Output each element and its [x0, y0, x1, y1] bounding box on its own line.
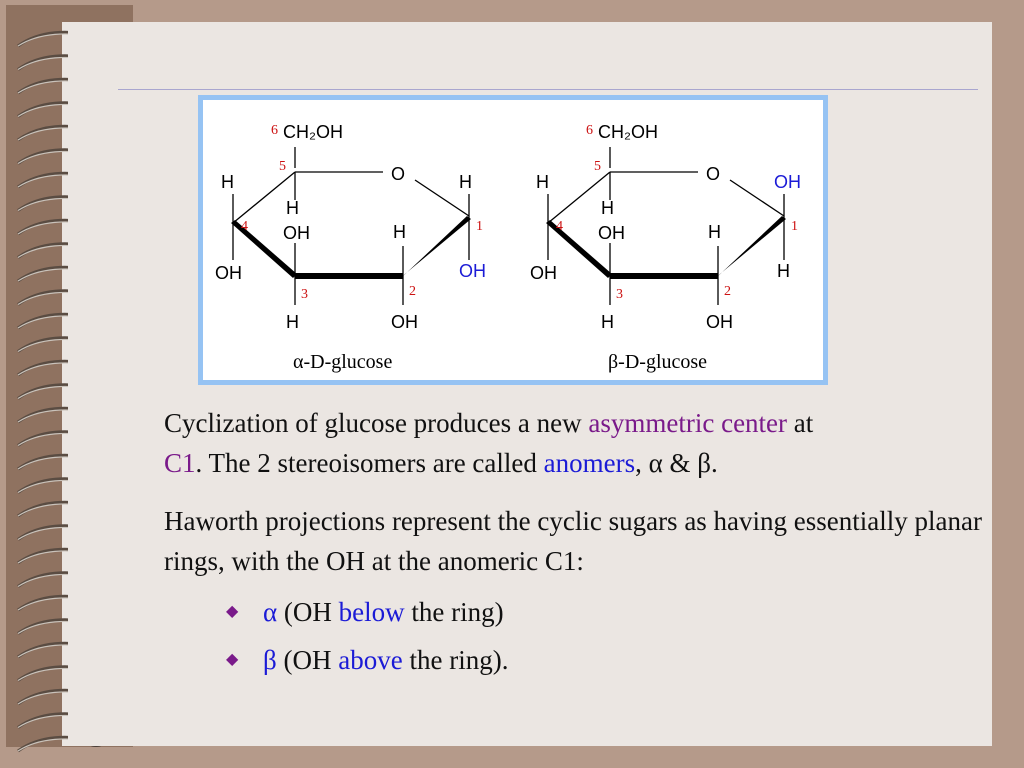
beta-c1-number: 1	[791, 219, 798, 234]
alpha-c5-number: 5	[279, 159, 286, 174]
paragraph-haworth: Haworth projections represent the cyclic…	[164, 506, 982, 576]
beta-c4-number: 4	[556, 219, 563, 234]
beta-symbol: β	[263, 645, 277, 675]
diamond-bullet-icon: ◆	[226, 651, 239, 668]
alpha-c4-up: H	[221, 172, 234, 192]
alpha-c3-down: H	[286, 312, 299, 332]
bullet2-text-c: the ring).	[402, 645, 509, 675]
alpha-ch2oh-label: CH₂OH	[283, 122, 343, 142]
alpha-c5-down: H	[286, 198, 299, 218]
p1-text-g: , α & β.	[635, 448, 718, 478]
alpha-c1-down: OH	[459, 261, 486, 281]
term-anomers: anomers	[543, 448, 636, 478]
beta-c3-down: H	[601, 312, 614, 332]
beta-c5-number: 5	[594, 159, 601, 174]
bullet1-text-a: (OH	[277, 597, 339, 627]
p1-text-e: . The 2 stereoisomers are called	[195, 448, 544, 478]
beta-c6-number: 6	[586, 123, 593, 138]
alpha-c3-number: 3	[301, 287, 308, 302]
alpha-c1-up: H	[459, 172, 472, 192]
beta-glucose-structure: 6 CH₂OH 5 O H H OH 4 OH H 1 OH H 2 3 H O…	[530, 122, 801, 373]
beta-ring-oxygen: O	[706, 164, 720, 184]
alpha-glucose-structure: 6 CH₂OH 5 O H H H 4 OH H 1 OH OH 2 3 H O…	[215, 122, 486, 373]
alpha-c4-number: 4	[241, 219, 248, 234]
alpha-c2-up: H	[393, 222, 406, 242]
alpha-c2-number: 2	[409, 284, 416, 299]
beta-c3-number: 3	[616, 287, 623, 302]
beta-c2-down: OH	[706, 312, 733, 332]
alpha-c2-down: OH	[391, 312, 418, 332]
term-c1: C1	[164, 448, 196, 478]
alpha-caption: α-D-glucose	[293, 351, 392, 373]
beta-c3-up: OH	[598, 223, 625, 243]
beta-c2-up: H	[708, 222, 721, 242]
beta-c4-up: H	[536, 172, 549, 192]
alpha-symbol: α	[263, 597, 278, 627]
beta-caption: β-D-glucose	[608, 351, 707, 373]
term-below: below	[338, 597, 405, 627]
alpha-c4-down: OH	[215, 263, 242, 283]
alpha-ring-oxygen: O	[391, 164, 405, 184]
paragraph-cyclization: Cyclization of glucose produces a new as…	[164, 403, 1004, 483]
alpha-c1-number: 1	[476, 219, 483, 234]
term-above: above	[338, 645, 403, 675]
alpha-c6-number: 6	[271, 123, 278, 138]
term-asymmetric-center: asymmetric center	[588, 408, 788, 438]
beta-c1-down: H	[777, 261, 790, 281]
bullet2-text-a: (OH	[276, 645, 339, 675]
beta-c2-number: 2	[724, 284, 731, 299]
p1-text-a: Cyclization of glucose produces a new	[164, 408, 589, 438]
title-divider-line	[118, 89, 978, 90]
alpha-c3-up: OH	[283, 223, 310, 243]
beta-ch2oh-label: CH₂OH	[598, 122, 658, 142]
bullet1-text-c: the ring)	[404, 597, 504, 627]
beta-c1-up: OH	[774, 172, 801, 192]
beta-c5-down: H	[601, 198, 614, 218]
diamond-bullet-icon: ◆	[226, 603, 239, 620]
p1-text-c: at	[787, 408, 814, 438]
haworth-figure: 6 CH₂OH 5 O H H H 4 OH H 1 OH OH 2 3 H O…	[198, 95, 828, 385]
beta-c4-down: OH	[530, 263, 557, 283]
